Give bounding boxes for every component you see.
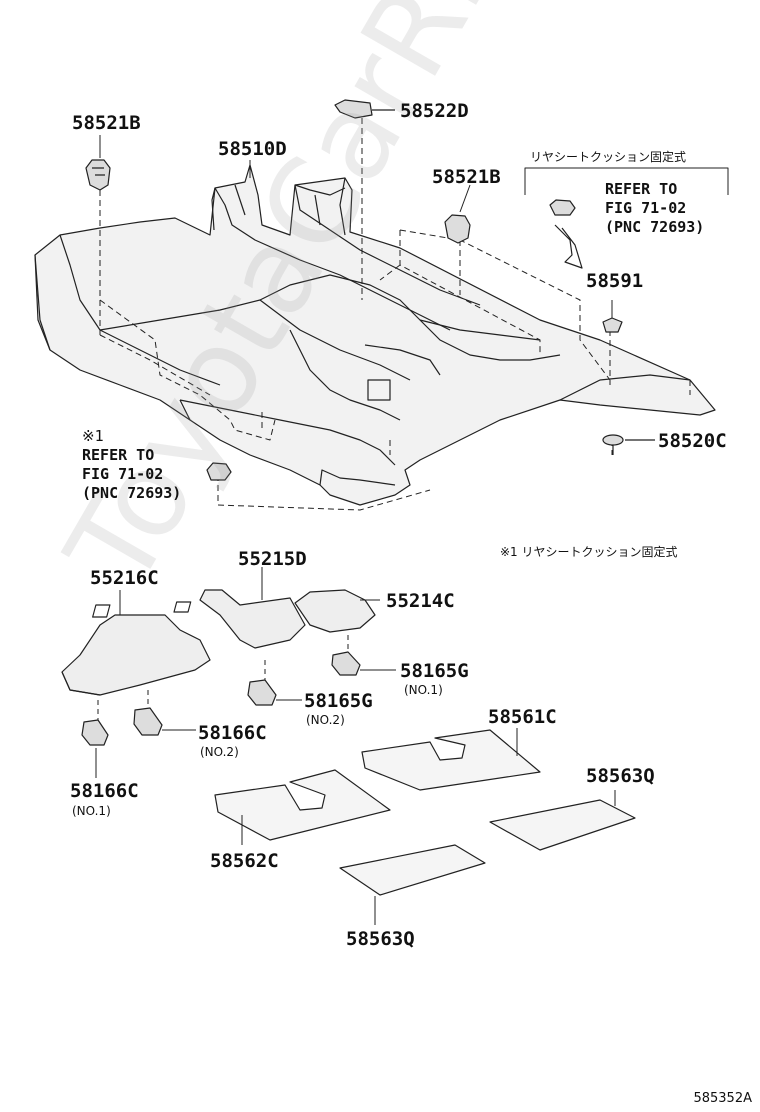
pad-58165G-no2: [247, 679, 302, 706]
label-55214C: 55214C: [386, 590, 455, 612]
label-58521B-right: 58521B: [432, 166, 501, 188]
sub-58166C-no2: (NO.2): [200, 745, 239, 759]
note-right-line1: REFER TO: [605, 180, 678, 198]
label-55216C: 55216C: [90, 567, 159, 589]
mat-58563Q-lower: [339, 844, 486, 925]
sub-58166C-no1: (NO.1): [72, 804, 111, 818]
clip-58522D: [334, 99, 395, 119]
label-58510D: 58510D: [218, 138, 287, 160]
label-58563Q-lower: 58563Q: [346, 928, 415, 950]
label-58591: 58591: [586, 270, 644, 292]
label-58562C: 58562C: [210, 850, 279, 872]
clip-left-note: [206, 462, 232, 481]
mat-58562C: [214, 769, 391, 845]
clip-58520C: [602, 434, 655, 455]
label-58561C: 58561C: [488, 706, 557, 728]
sub-58165G-no1: (NO.1): [404, 683, 443, 697]
pad-58165G-no1: [331, 651, 396, 676]
clip-right-note: [549, 199, 583, 269]
clip-58591: [602, 317, 623, 333]
label-58166C-no2: 58166C: [198, 722, 267, 744]
legend-note: ※1 リヤシートクッション固定式: [500, 545, 678, 559]
label-58520C: 58520C: [658, 430, 727, 452]
carpet-55216C: [61, 590, 211, 696]
carpet-55214C: [173, 589, 380, 633]
label-58522D: 58522D: [400, 100, 469, 122]
label-55215D: 55215D: [238, 548, 307, 570]
note-left-line2: FIG 71-02: [82, 465, 164, 483]
label-58165G-no2: 58165G: [304, 690, 373, 712]
note-bracket: [524, 167, 729, 195]
figure-id: 585352A: [693, 1091, 752, 1106]
label-58165G-no1: 58165G: [400, 660, 469, 682]
clip-58521B-left: [85, 159, 111, 191]
note-right-jp: リヤシートクッション固定式: [530, 150, 687, 164]
note-left-mark: ※1: [82, 427, 104, 445]
label-58521B-left: 58521B: [72, 112, 141, 134]
label-58563Q-upper: 58563Q: [586, 765, 655, 787]
carpet-55215D: [92, 567, 306, 649]
clip-58521B-right: [444, 214, 471, 244]
mat-58561C: [361, 728, 541, 791]
mat-58563Q-upper: [489, 790, 636, 851]
note-left-line1: REFER TO: [82, 446, 155, 464]
pad-58166C-no1: [81, 719, 109, 778]
label-58166C-no1: 58166C: [70, 780, 139, 802]
pad-58166C-no2: [133, 707, 196, 736]
note-right-line2: FIG 71-02: [605, 199, 687, 217]
note-right-line3: (PNC 72693): [605, 218, 705, 236]
sub-58165G-no2: (NO.2): [306, 713, 345, 727]
note-left-line3: (PNC 72693): [82, 484, 182, 502]
assembly-lines: [99, 118, 691, 511]
